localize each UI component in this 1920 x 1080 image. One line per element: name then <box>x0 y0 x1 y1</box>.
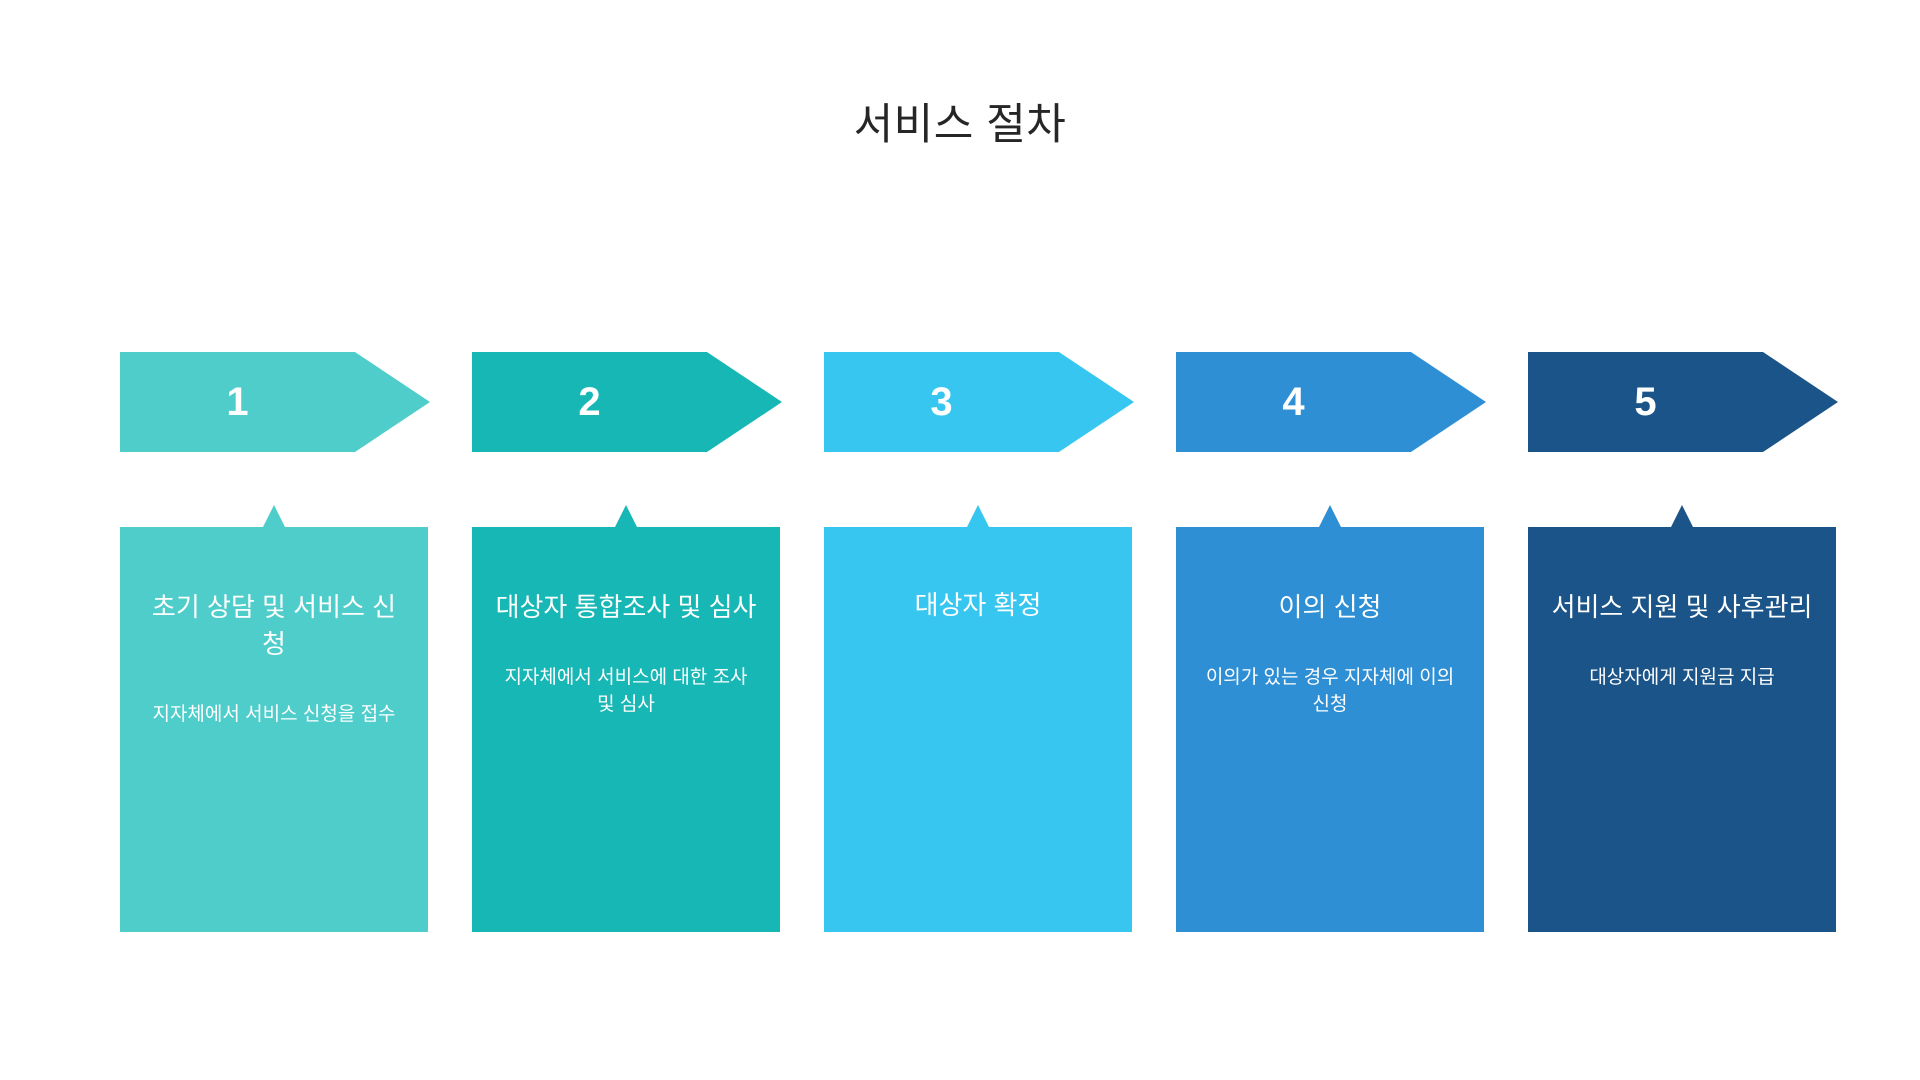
card-notch-icon <box>1319 505 1341 527</box>
card-notch-icon <box>1671 505 1693 527</box>
step-number-wrap: 1 <box>120 352 355 452</box>
card-title: 대상자 통합조사 및 심사 <box>495 592 757 622</box>
step-chevron-3[interactable]: 3 <box>824 352 1134 452</box>
step-number-label: 5 <box>1634 380 1657 424</box>
step-number-wrap: 2 <box>472 352 707 452</box>
step-chevron-2[interactable]: 2 <box>472 352 782 452</box>
step-chevron-4[interactable]: 4 <box>1176 352 1486 452</box>
card-title: 초기 상담 및 서비스 신청 <box>151 592 397 659</box>
step-number-wrap: 3 <box>824 352 1059 452</box>
card-description: 지자체에서 서비스에 대한 조사 및 심사 <box>504 666 748 716</box>
card-body: 대상자 확정 <box>824 527 1132 932</box>
card-title: 이의 신청 <box>1278 592 1382 622</box>
page-title: 서비스 절차 <box>853 101 1067 149</box>
card-description: 이의가 있는 경우 지자체에 이의 신청 <box>1205 666 1455 716</box>
step-number-label: 3 <box>930 380 953 424</box>
card-notch-icon <box>967 505 989 527</box>
card-title: 서비스 지원 및 사후관리 <box>1551 592 1813 622</box>
step-number-wrap: 4 <box>1176 352 1411 452</box>
card-description: 대상자에게 지원금 지급 <box>1589 666 1775 688</box>
step-card-3[interactable]: 대상자 확정 <box>824 505 1132 932</box>
card-description: 지자체에서 서비스 신청을 접수 <box>152 703 396 725</box>
step-chevron-5[interactable]: 5 <box>1528 352 1838 452</box>
step-chevron-1[interactable]: 1 <box>120 352 430 452</box>
step-number-label: 1 <box>226 380 249 424</box>
step-number-wrap: 5 <box>1528 352 1763 452</box>
card-notch-icon <box>263 505 285 527</box>
step-number-label: 4 <box>1282 380 1305 424</box>
card-title: 대상자 확정 <box>914 590 1042 620</box>
step-number-label: 2 <box>578 380 601 424</box>
card-notch-icon <box>615 505 637 527</box>
